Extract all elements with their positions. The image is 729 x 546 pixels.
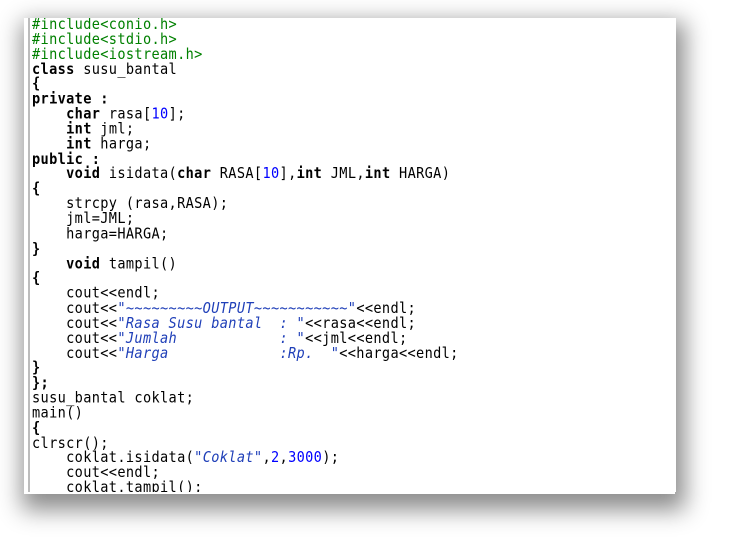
- code-token: );: [322, 449, 340, 467]
- code-line[interactable]: clrscr();: [32, 434, 676, 452]
- code-token: rasa[: [100, 105, 152, 123]
- code-token: susu_bantal coklat;: [32, 389, 195, 407]
- code-line[interactable]: cout<<endl;: [32, 464, 676, 482]
- code-line[interactable]: susu_bantal coklat;: [32, 389, 676, 407]
- code-token: main(): [32, 404, 84, 422]
- code-token: <<endl;: [356, 299, 417, 318]
- code-line[interactable]: #include<iostream.h>: [32, 45, 676, 64]
- code-line[interactable]: {: [32, 180, 676, 198]
- number-token: 2: [270, 449, 280, 467]
- keyword-token: }: [32, 359, 41, 377]
- code-token: RASA[: [211, 165, 263, 183]
- keyword-token: void: [66, 255, 101, 273]
- string-token: "~~~~~~~~~OUTPUT~~~~~~~~~~~": [117, 299, 357, 318]
- keyword-token: {: [32, 419, 41, 437]
- number-token: 10: [262, 165, 280, 183]
- code-token: JML,: [322, 165, 365, 183]
- code-line[interactable]: {: [32, 419, 676, 437]
- code-token: clrscr();: [32, 434, 109, 452]
- code-token: HARGA): [390, 165, 451, 183]
- code-line[interactable]: int harga;: [32, 135, 676, 153]
- preprocessor-token: #include<stdio.h>: [32, 30, 178, 49]
- keyword-token: {: [32, 270, 41, 288]
- code-line[interactable]: coklat.isidata("Coklat",2,3000);: [32, 449, 676, 467]
- code-line[interactable]: public :: [32, 150, 676, 168]
- keyword-token: private: [32, 90, 92, 108]
- keyword-token: public: [32, 150, 84, 168]
- code-token: harga;: [91, 135, 152, 153]
- code-line[interactable]: {: [32, 75, 676, 93]
- code-token: coklat.tampil();: [32, 479, 203, 492]
- code-token: cout<<: [32, 314, 118, 333]
- code-token: cout<<: [32, 329, 118, 348]
- code-line[interactable]: cout<<"Harga :Rp. "<<harga<<endl;: [32, 344, 676, 363]
- keyword-token: int: [296, 165, 323, 183]
- code-line[interactable]: cout<<"Rasa Susu bantal : "<<rasa<<endl;: [32, 314, 676, 333]
- code-line[interactable]: class susu_bantal: [32, 60, 676, 78]
- code-line[interactable]: private :: [32, 90, 676, 108]
- keyword-token: char: [177, 165, 212, 183]
- code-token: ,: [279, 449, 289, 467]
- keyword-token: char: [66, 105, 101, 123]
- code-line[interactable]: };: [32, 374, 676, 392]
- code-line[interactable]: cout<<"~~~~~~~~~OUTPUT~~~~~~~~~~~"<<endl…: [32, 299, 676, 318]
- keyword-token: :: [91, 90, 109, 108]
- code-line[interactable]: coklat.tampil();: [32, 479, 676, 492]
- code-token: tampil(): [100, 255, 178, 273]
- keyword-token: int: [66, 135, 92, 153]
- code-token: harga=HARGA;: [32, 225, 169, 243]
- code-token: <<rasa<<endl;: [305, 314, 417, 333]
- code-line[interactable]: void tampil(): [32, 255, 676, 273]
- keyword-token: }: [32, 240, 41, 258]
- code-token: cout<<endl;: [32, 284, 161, 303]
- code-lines: #include<conio.h>#include<stdio.h>#inclu…: [30, 18, 676, 492]
- keyword-token: class: [32, 60, 75, 78]
- number-token: 10: [151, 105, 169, 123]
- code-line[interactable]: jml=JML;: [32, 210, 676, 228]
- string-token: "Coklat": [194, 449, 263, 467]
- code-line[interactable]: {: [32, 270, 676, 288]
- code-line[interactable]: cout<<endl;: [32, 284, 676, 303]
- code-token: cout<<: [32, 344, 118, 363]
- keyword-token: int: [364, 165, 391, 183]
- code-token: ];: [168, 105, 186, 123]
- code-token: isidata(: [100, 165, 178, 183]
- preprocessor-token: #include<conio.h>: [32, 18, 178, 34]
- code-token: cout<<endl;: [32, 464, 161, 482]
- code-line[interactable]: char rasa[10];: [32, 105, 676, 123]
- code-token: <<jml<<endl;: [305, 329, 408, 348]
- string-token: "Harga :Rp. ": [117, 344, 340, 363]
- code-line[interactable]: }: [32, 240, 676, 258]
- code-line[interactable]: #include<stdio.h>: [32, 30, 676, 49]
- code-token: jml;: [91, 120, 135, 138]
- code-token: strcpy (rasa,RASA);: [32, 195, 229, 213]
- code-line[interactable]: }: [32, 359, 676, 377]
- code-line[interactable]: int jml;: [32, 120, 676, 138]
- code-line[interactable]: #include<conio.h>: [32, 18, 676, 33]
- code-token: jml=JML;: [32, 210, 135, 228]
- keyword-token: void: [66, 165, 101, 183]
- code-editor[interactable]: #include<conio.h>#include<stdio.h>#inclu…: [28, 18, 676, 492]
- code-line[interactable]: main(): [32, 404, 676, 422]
- keyword-token: };: [32, 374, 50, 392]
- code-line[interactable]: cout<<"Jumlah : "<<jml<<endl;: [32, 329, 676, 348]
- code-line[interactable]: strcpy (rasa,RASA);: [32, 195, 676, 213]
- code-token: ],: [279, 165, 297, 183]
- code-line[interactable]: harga=HARGA;: [32, 225, 676, 243]
- keyword-token: int: [66, 120, 92, 138]
- code-token: ,: [262, 449, 271, 467]
- code-token: <<harga<<endl;: [339, 344, 459, 363]
- keyword-token: :: [83, 150, 101, 168]
- code-line[interactable]: void isidata(char RASA[10],int JML,int H…: [32, 165, 676, 183]
- string-token: "Jumlah : ": [117, 329, 306, 348]
- code-token: susu_bantal: [74, 60, 178, 78]
- keyword-token: {: [32, 180, 41, 198]
- keyword-token: {: [32, 75, 41, 93]
- string-token: "Rasa Susu bantal : ": [117, 314, 306, 333]
- code-token: coklat.isidata(: [32, 449, 195, 467]
- preprocessor-token: #include<iostream.h>: [32, 45, 203, 64]
- code-token: cout<<: [32, 299, 118, 318]
- number-token: 3000: [288, 449, 323, 467]
